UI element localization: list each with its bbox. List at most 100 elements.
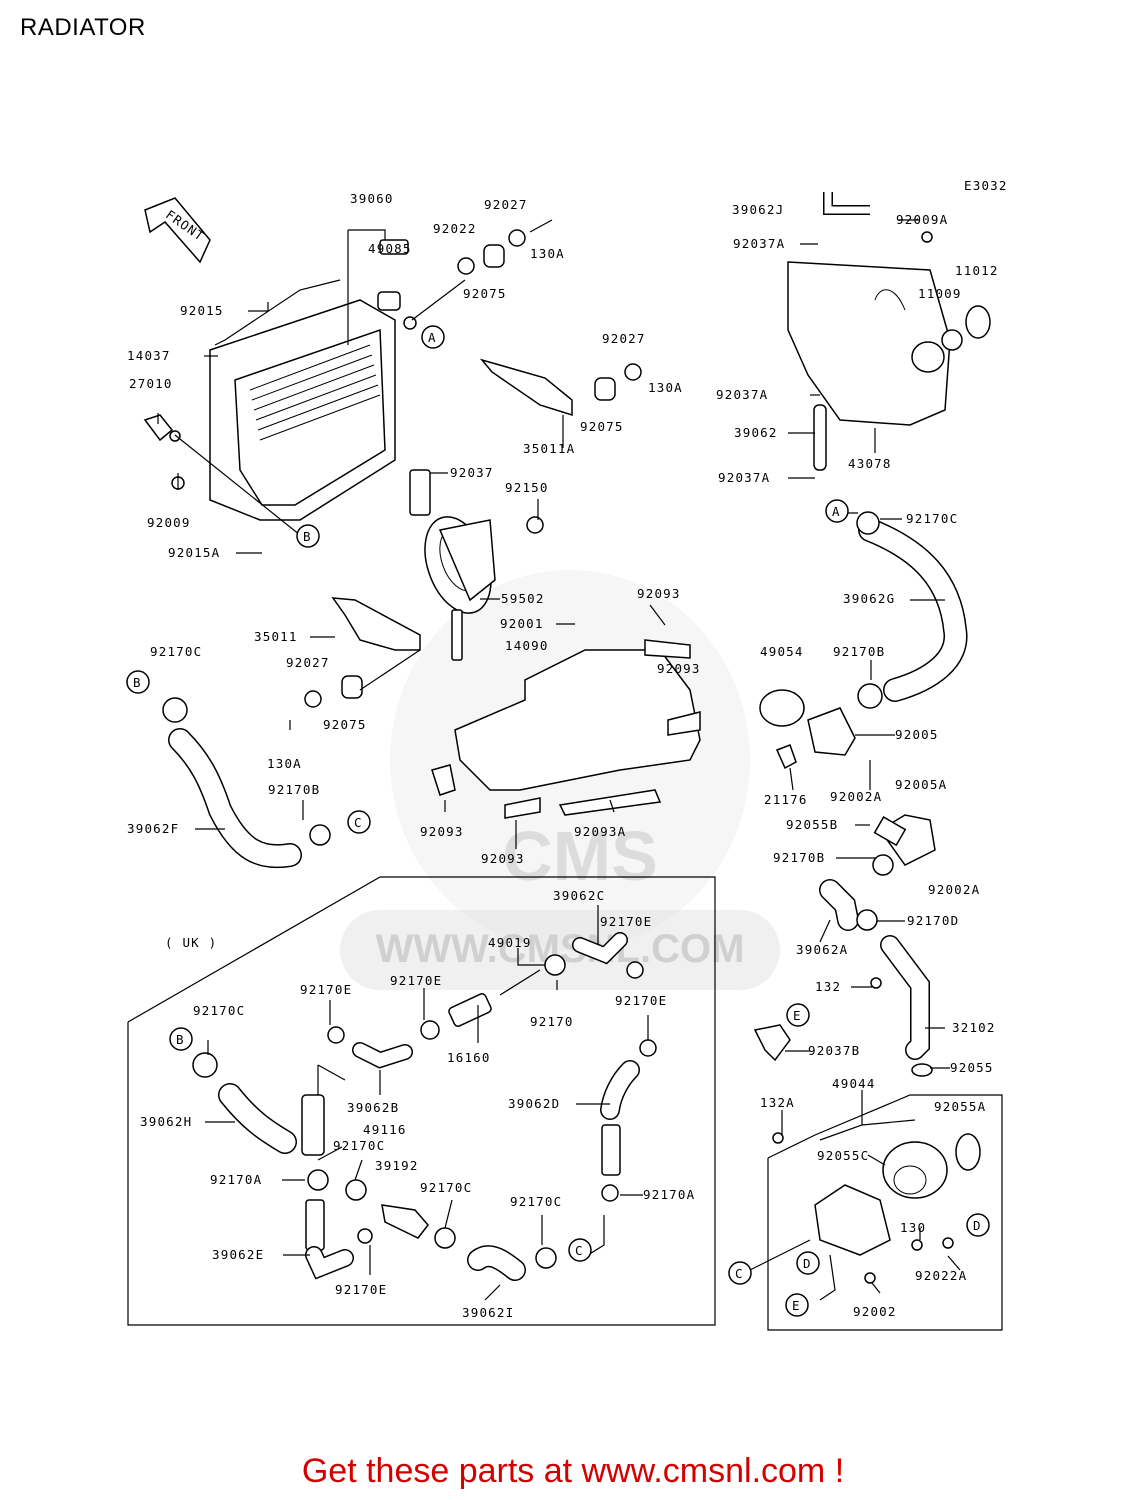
- part-label: 92027: [286, 655, 330, 670]
- part-label: 43078: [848, 456, 892, 471]
- hose-39062g: [856, 511, 968, 709]
- part-label: 39062B: [347, 1100, 399, 1115]
- uk-hoses: [192, 932, 657, 1281]
- part-label: 49054: [760, 644, 804, 659]
- part-label: 92170E: [390, 973, 442, 988]
- part-label: 92002: [853, 1304, 897, 1319]
- part-label: 39062C: [553, 888, 605, 903]
- fan-assembly-59502: [409, 469, 544, 661]
- callout-c: C: [735, 1266, 744, 1281]
- page-title: RADIATOR: [20, 14, 146, 41]
- part-label: 92170D: [907, 913, 959, 928]
- callout-c: C: [354, 815, 363, 830]
- part-label: 39062A: [796, 942, 848, 957]
- part-label: 92055B: [786, 817, 838, 832]
- part-label: 92075: [580, 419, 624, 434]
- hose-39062a: [819, 879, 878, 931]
- part-label: 92170E: [600, 914, 652, 929]
- part-label: 92170B: [268, 782, 320, 797]
- part-label: 39062D: [508, 1096, 560, 1111]
- part-label: 92009: [147, 515, 191, 530]
- callouts: A B B C A E B C D C D E: [126, 325, 990, 1317]
- part-label: 92170C: [333, 1138, 385, 1153]
- callout-b: B: [176, 1032, 185, 1047]
- part-label: 92093: [481, 851, 525, 866]
- part-label: 14090: [505, 638, 549, 653]
- callout-e: E: [793, 1008, 802, 1023]
- bracket-35011: [304, 597, 421, 708]
- part-label: 92002A: [928, 882, 980, 897]
- part-label: 92093: [657, 661, 701, 676]
- part-label: 92170C: [193, 1003, 245, 1018]
- callout-d: D: [973, 1218, 982, 1233]
- part-label: 92093A: [574, 824, 626, 839]
- part-label: 35011A: [523, 441, 575, 456]
- part-label: 32102: [952, 1020, 996, 1035]
- hose-39062f: [162, 697, 331, 869]
- part-label: 92170E: [335, 1282, 387, 1297]
- part-label: 92005: [895, 727, 939, 742]
- part-label: 92170C: [510, 1194, 562, 1209]
- part-label: 92022A: [915, 1268, 967, 1283]
- part-label: 59502: [501, 591, 545, 606]
- part-label: 92170C: [150, 644, 202, 659]
- part-label: 92027: [602, 331, 646, 346]
- part-label: 39062I: [462, 1305, 514, 1320]
- part-label: 14037: [127, 348, 171, 363]
- part-label: 92075: [323, 717, 367, 732]
- part-label: 49085: [368, 241, 412, 256]
- callout-e: E: [792, 1298, 801, 1313]
- part-label: 39062G: [843, 591, 895, 606]
- part-label: 21176: [764, 792, 808, 807]
- bracket-35011a: [479, 358, 642, 417]
- part-label: 92015A: [168, 545, 220, 560]
- part-labels: 39060 92027 92022 49085 130A 92075 92015…: [127, 191, 999, 1320]
- part-label: 92150: [505, 480, 549, 495]
- part-label: 130A: [530, 246, 565, 261]
- part-label: 92037A: [716, 387, 768, 402]
- part-label: 49116: [363, 1122, 407, 1137]
- mount-parts-top: [457, 219, 553, 275]
- uk-label: ( UK ): [165, 935, 217, 950]
- part-label: 92055C: [817, 1148, 869, 1163]
- part-label: 92037B: [808, 1043, 860, 1058]
- part-label: 39062: [734, 425, 778, 440]
- part-label: 11009: [918, 286, 962, 301]
- part-label: 92170B: [833, 644, 885, 659]
- leader-lines: [157, 219, 961, 1301]
- fan-switch-27010: [143, 414, 181, 442]
- reserve-tank-43078: [787, 192, 991, 471]
- part-label: 92075: [463, 286, 507, 301]
- callout-b: B: [303, 529, 312, 544]
- part-label: 39062J: [732, 202, 784, 217]
- part-label: 39062F: [127, 821, 179, 836]
- part-label: 11012: [955, 263, 999, 278]
- part-label: 92037A: [733, 236, 785, 251]
- thermostat-housing: [759, 689, 936, 876]
- cta-link[interactable]: Get these parts at www.cmsnl.com !: [301, 1452, 845, 1490]
- part-label: 92055A: [934, 1099, 986, 1114]
- uk-variant-box: ( UK ): [127, 876, 1003, 1331]
- part-label: 92170B: [773, 850, 825, 865]
- pipe-32102: [753, 935, 933, 1077]
- callout-d: D: [803, 1256, 812, 1271]
- callout-a: A: [428, 330, 437, 345]
- part-label: 92170: [530, 1014, 574, 1029]
- part-label: 39062H: [140, 1114, 192, 1129]
- callout-b: B: [133, 675, 142, 690]
- callout-a: A: [832, 504, 841, 519]
- part-label: 92093: [420, 824, 464, 839]
- part-label: 39192: [375, 1158, 419, 1173]
- part-label: 49019: [488, 935, 532, 950]
- radiator-core: [209, 239, 417, 521]
- callout-c: C: [575, 1243, 584, 1258]
- part-label: 92170C: [906, 511, 958, 526]
- part-label: 16160: [447, 1050, 491, 1065]
- part-label: 92037A: [718, 470, 770, 485]
- part-label: 92027: [484, 197, 528, 212]
- part-label: 92005A: [895, 777, 947, 792]
- part-label: 132: [815, 979, 841, 994]
- diagram-code: E3032: [964, 178, 1008, 193]
- part-label: 35011: [254, 629, 298, 644]
